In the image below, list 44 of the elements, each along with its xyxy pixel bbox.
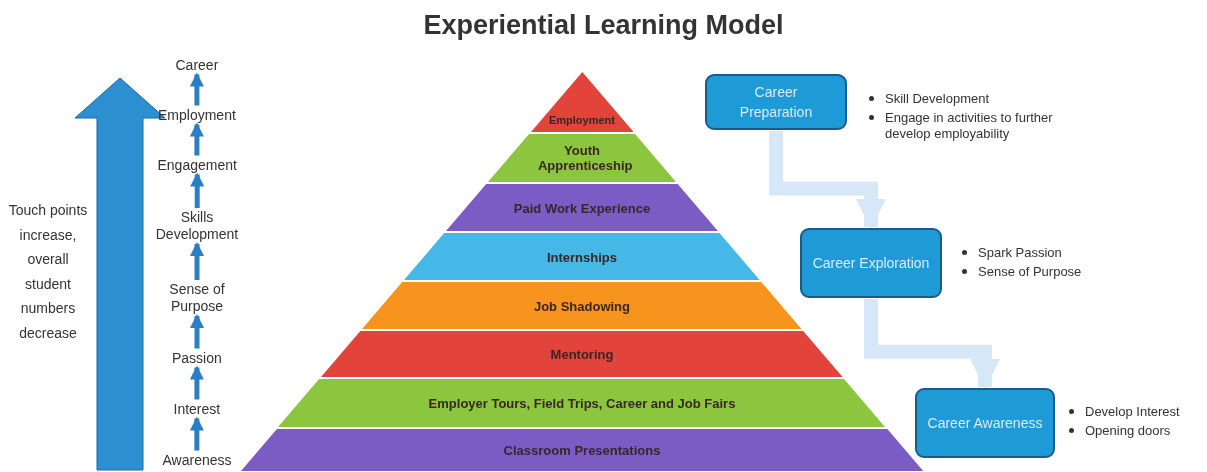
arrow	[190, 172, 205, 208]
arrow	[189, 416, 204, 451]
bent-arrow	[864, 299, 1000, 389]
pyramid-layer	[530, 72, 634, 132]
stage-box: Career Awareness	[915, 388, 1055, 458]
layer-label: Youth Apprenticeship	[536, 143, 634, 173]
layer-label: Mentoring	[549, 347, 615, 362]
layer-label: Internships	[545, 249, 619, 265]
step-label: Passion	[172, 349, 222, 367]
bullet-text: Sense of Purpose	[978, 264, 1082, 280]
bullet-text: Develop Interest	[1085, 404, 1180, 420]
pyramid-layer	[240, 429, 924, 471]
step-label: Interest	[173, 400, 221, 418]
note-text: Touch points increase, overall student numbers decrease	[8, 201, 88, 343]
bullet-text: Opening doors	[1085, 423, 1171, 439]
bullet-text: Skill Development	[885, 91, 990, 107]
stage-box: Career Preparation	[705, 74, 847, 130]
layer-label: Paid Work Experience	[512, 200, 652, 216]
arrow	[189, 365, 204, 400]
layer-label: Job Shadowing	[532, 298, 631, 314]
bullet-text: Spark Passion	[978, 245, 1062, 261]
arrow	[189, 122, 204, 156]
pyramid-layer	[446, 184, 718, 231]
layer-label: Employment	[547, 113, 616, 128]
stage-box: Career Exploration	[800, 228, 942, 298]
pyramid-layer	[278, 379, 886, 427]
pyramid-layer	[487, 134, 677, 182]
pyramid-layer	[362, 282, 802, 329]
pyramid-layer	[321, 331, 843, 377]
layer-label: Classroom Presentations	[502, 443, 662, 458]
arrow	[189, 72, 204, 106]
layer-label: Employer Tours, Field Trips, Career and Job Fairs	[427, 396, 737, 411]
step-label: Awareness	[162, 451, 232, 469]
arrow	[190, 242, 204, 280]
title: Experiential Learning Model	[422, 10, 785, 41]
step-label: Employment	[158, 106, 236, 124]
bullet-text: Engage in activities to further develop employability	[885, 110, 1054, 142]
step-label: Career	[175, 56, 219, 74]
arrow	[190, 314, 204, 349]
step-label: Engagement	[157, 156, 237, 174]
pyramid-layer	[404, 233, 760, 280]
step-label: Sense of Purpose	[147, 281, 247, 315]
bent-arrow	[769, 131, 886, 229]
step-label: Skills Development	[147, 209, 247, 243]
